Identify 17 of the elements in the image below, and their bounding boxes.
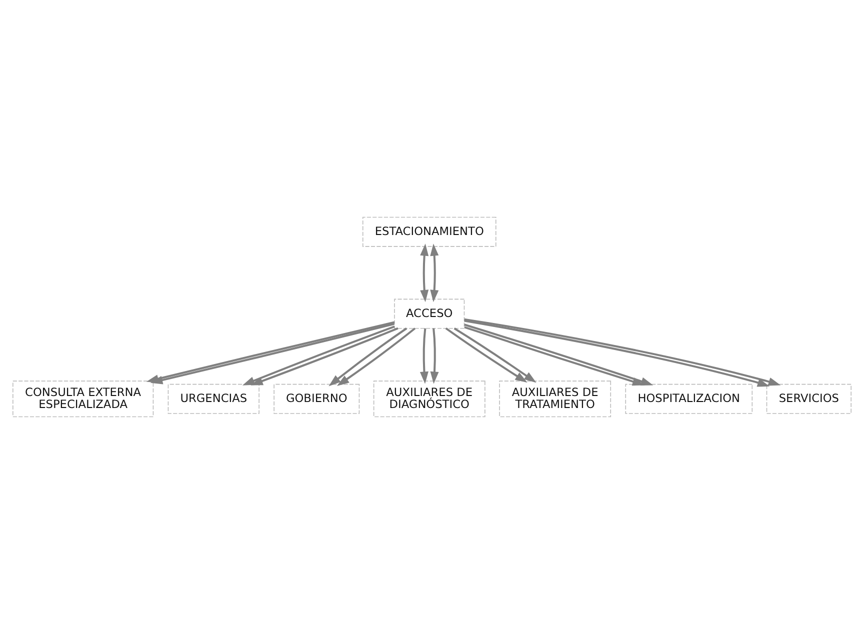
node-box: URGENCIAS xyxy=(168,384,260,414)
arrow xyxy=(420,244,429,302)
arrow xyxy=(454,328,536,383)
node-box: HOSPITALIZACION xyxy=(625,384,753,414)
arrow xyxy=(430,244,439,302)
node-box: GOBIERNO xyxy=(274,384,360,414)
node-box: AUXILIARES DE TRATAMIENTO xyxy=(499,380,612,418)
node-box: AUXILIARES DE DIAGNÓSTICO xyxy=(373,380,486,418)
arrow xyxy=(420,328,428,384)
arrow xyxy=(430,328,439,384)
node-box: SERVICIOS xyxy=(766,384,852,414)
arrow xyxy=(328,328,408,386)
node-box: ACCESO xyxy=(394,298,465,329)
arrow xyxy=(336,328,416,386)
arrow xyxy=(445,328,528,383)
node-box: CONSULTA EXTERNA ESPECIALIZADA xyxy=(12,380,154,418)
node-box: ESTACIONAMIENTO xyxy=(362,216,496,247)
